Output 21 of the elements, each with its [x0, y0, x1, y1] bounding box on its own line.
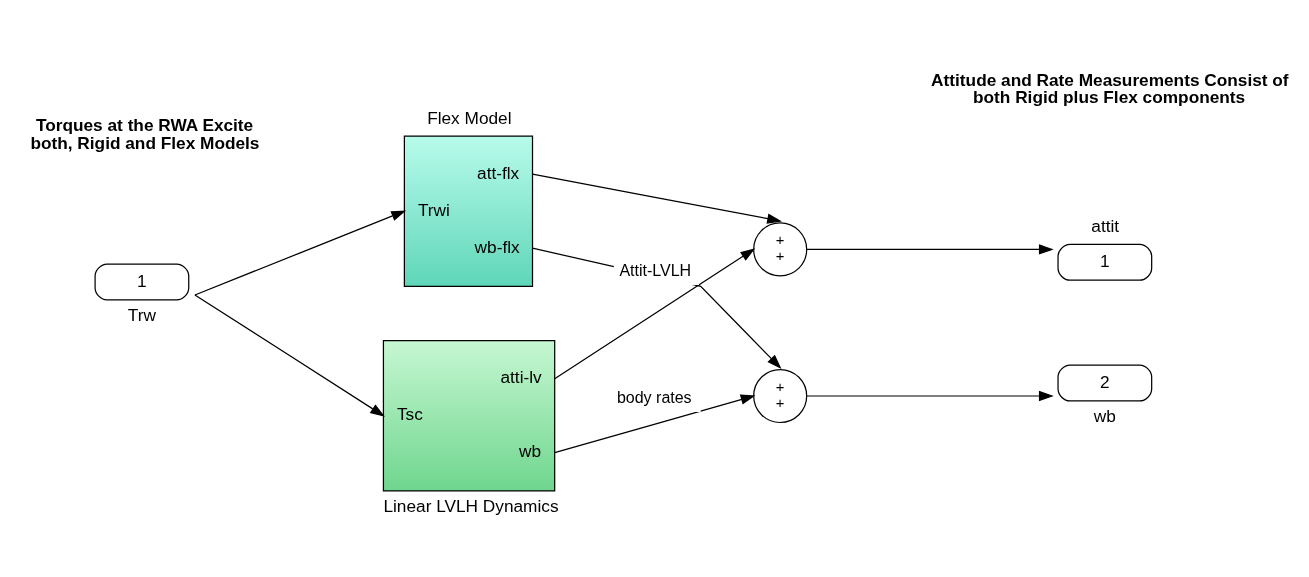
edge-label: Attit-LVLH	[619, 261, 692, 279]
node-box: 1	[94, 263, 190, 301]
node-circle: + +	[753, 368, 808, 424]
arrow	[806, 390, 1054, 402]
node-box: 2	[1057, 364, 1153, 402]
arrow	[194, 294, 385, 417]
node-circle: + +	[753, 222, 808, 277]
arrow	[554, 248, 756, 380]
node-box: 1	[1057, 243, 1153, 281]
node-label: attit	[1091, 216, 1120, 237]
arrow	[531, 173, 782, 224]
label: Torques at the RWA Excite both, Rigid and Flex Models	[30, 115, 260, 153]
node-label: Trw	[127, 305, 156, 326]
node-label: Linear LVLH Dynamics	[383, 496, 559, 517]
node-label: wb	[1093, 406, 1116, 427]
edge-label: body rates	[616, 388, 692, 406]
node-label: Flex Model	[427, 107, 512, 128]
arrow	[194, 210, 407, 296]
arrow	[806, 244, 1054, 255]
arrow	[554, 394, 756, 454]
label: Attitude and Rate Measurements Consist of both Rigid plus Flex components	[931, 69, 1289, 107]
